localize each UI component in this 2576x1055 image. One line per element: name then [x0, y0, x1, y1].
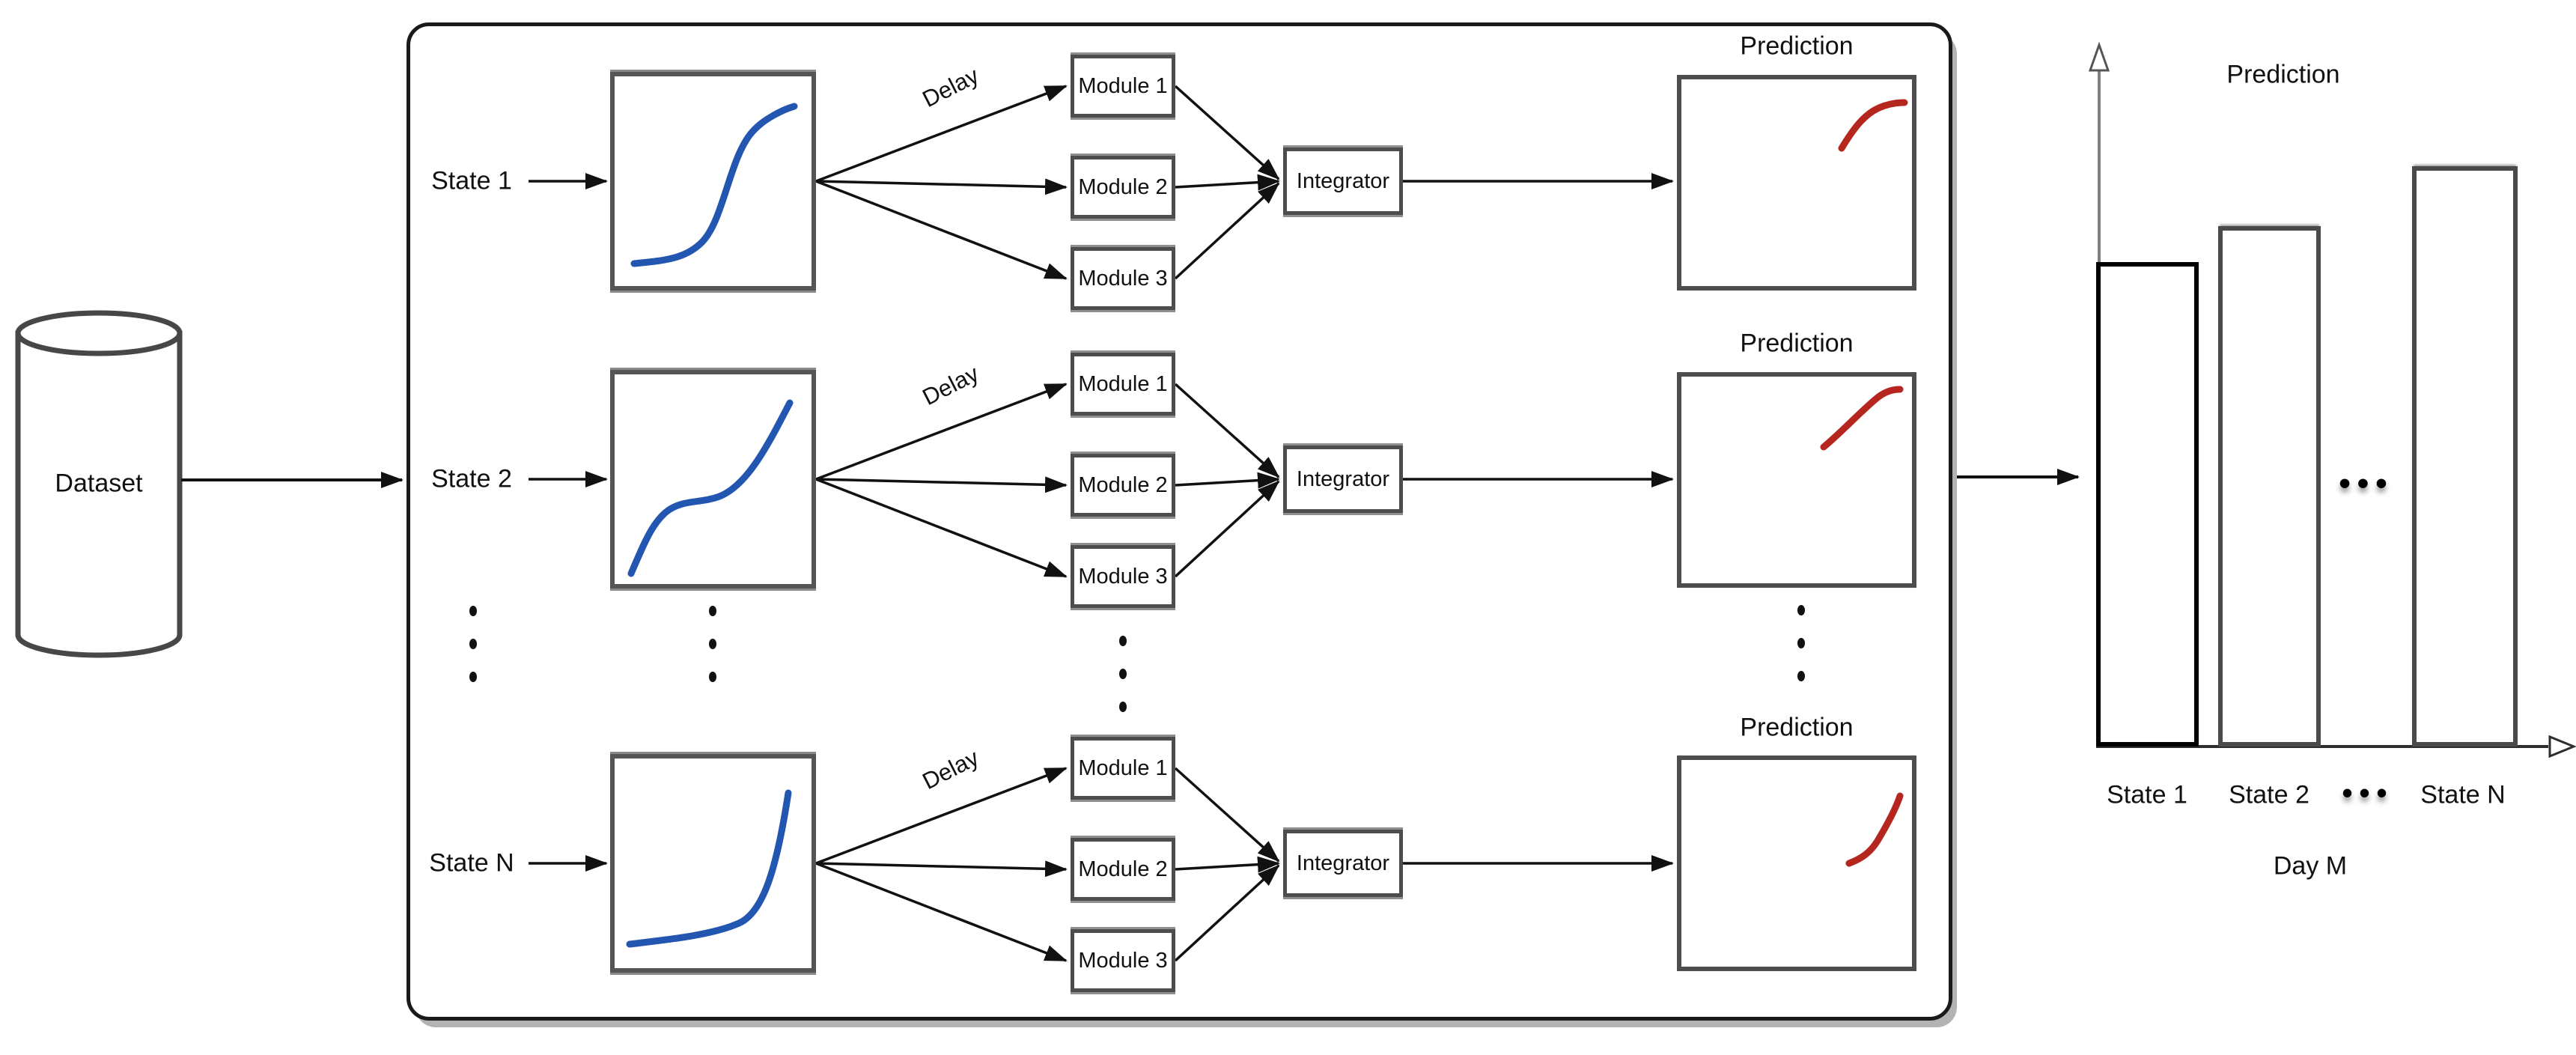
- row1-module-2: Module 2: [1071, 156, 1175, 219]
- x-tick-state-2: State 2: [2229, 780, 2309, 809]
- x-tick-state-1: State 1: [2107, 780, 2187, 809]
- row2-prediction-plot: [1677, 372, 1916, 588]
- chart-bar-state-n: [2412, 166, 2518, 747]
- dataset-label: Dataset: [55, 469, 143, 498]
- row1-arrows: [529, 85, 1674, 280]
- state-n-timeseries-plot: [610, 754, 816, 973]
- module-label: Module 3: [1078, 564, 1168, 589]
- row1-integrator: Integrator: [1283, 148, 1403, 215]
- x-tick-ellipsis-dots: •••: [2342, 776, 2394, 810]
- pipeline-frame: [407, 22, 1952, 1021]
- module-label: Module 3: [1078, 948, 1168, 973]
- module-label: Module 2: [1078, 174, 1168, 199]
- row2-integrator: Integrator: [1283, 446, 1403, 513]
- module-label: Module 2: [1078, 857, 1168, 881]
- row1-module-3: Module 3: [1071, 247, 1175, 310]
- x-tick-state-n: State N: [2420, 780, 2506, 809]
- module-label: Module 1: [1078, 755, 1168, 780]
- state-2-timeseries-plot: [610, 370, 816, 589]
- row1-module-1: Module 1: [1071, 55, 1175, 118]
- integrator-label: Integrator: [1296, 466, 1390, 491]
- row3-prediction-label: Prediction: [1740, 713, 1854, 742]
- row1-prediction-label: Prediction: [1740, 31, 1854, 61]
- x-axis-title: Day M: [2273, 851, 2348, 881]
- row2-arrows: [529, 383, 1674, 578]
- state-1-label: State 1: [431, 166, 512, 195]
- row3-module-3: Module 3: [1071, 929, 1175, 992]
- row2-module-2: Module 2: [1071, 454, 1175, 517]
- row3-integrator: Integrator: [1283, 830, 1403, 897]
- blue-curve-icon: [627, 399, 794, 577]
- module-label: Module 3: [1078, 266, 1168, 291]
- row3-module-2: Module 2: [1071, 838, 1175, 901]
- red-curve-icon: [1820, 386, 1904, 451]
- row2-module-3: Module 3: [1071, 545, 1175, 608]
- row2-prediction-label: Prediction: [1740, 329, 1854, 358]
- row1-prediction-plot: [1677, 75, 1916, 291]
- chart-title: Prediction: [2226, 60, 2340, 89]
- module-label: Module 2: [1078, 472, 1168, 497]
- blue-curve-icon: [626, 789, 792, 948]
- vertical-ellipsis-dots: [469, 605, 1805, 712]
- chart-bar-state-2: [2218, 226, 2321, 747]
- integrator-label: Integrator: [1296, 851, 1390, 875]
- module-label: Module 1: [1078, 73, 1168, 98]
- chart-x-axis: [2096, 735, 2576, 758]
- blue-curve-icon: [630, 103, 798, 267]
- integrator-label: Integrator: [1296, 168, 1390, 193]
- row3-arrows: [529, 767, 1674, 962]
- chart-bar-state-1: [2096, 262, 2199, 747]
- row3-module-1: Module 1: [1071, 737, 1175, 800]
- row3-prediction-plot: [1677, 755, 1916, 971]
- module-label: Module 1: [1078, 371, 1168, 396]
- state-1-timeseries-plot: [610, 72, 816, 291]
- red-curve-icon: [1845, 792, 1904, 867]
- chart-ellipsis-dots: •••: [2339, 465, 2394, 502]
- state-2-label: State 2: [431, 464, 512, 493]
- red-curve-icon: [1838, 99, 1908, 152]
- database-cylinder-icon: [15, 310, 183, 658]
- row2-module-1: Module 1: [1071, 353, 1175, 416]
- state-n-label: State N: [429, 848, 514, 878]
